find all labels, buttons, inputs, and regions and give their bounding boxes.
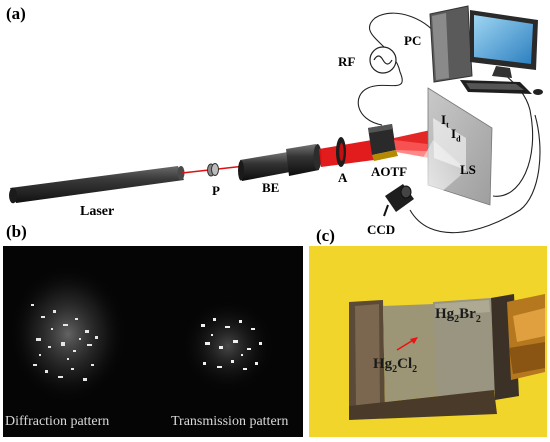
laser-label: Laser — [80, 204, 115, 219]
ccd-view-cone — [402, 140, 467, 210]
diffraction-pattern — [31, 304, 98, 381]
rf-generator — [369, 46, 397, 74]
aperture — [336, 137, 346, 167]
screen-label: LS — [460, 162, 476, 177]
ccd-label: CCD — [367, 222, 396, 237]
laser-body — [9, 166, 185, 204]
aperture-label: A — [338, 170, 348, 185]
beam-expander-label: BE — [262, 180, 280, 195]
expanded-beam — [319, 140, 374, 167]
hg2cl2-label: Hg2Cl2 — [373, 356, 418, 375]
diffraction-caption: Diffraction pattern — [5, 414, 110, 429]
electrode-foil — [507, 294, 545, 380]
diffraction-glow — [8, 264, 128, 404]
transmission-pattern — [201, 318, 262, 370]
aotf-label: AOTF — [371, 164, 408, 179]
rf-label: RF — [338, 54, 356, 69]
aotf-device — [368, 124, 398, 161]
pc-computer — [429, 5, 543, 95]
intensity-t-label: It — [441, 112, 449, 130]
transmission-glow — [180, 298, 276, 394]
beam-expander — [238, 144, 322, 181]
base-plate — [349, 390, 497, 420]
panel-c-label: (c) — [316, 226, 335, 245]
sample-photo — [349, 294, 545, 420]
hg2br2-crystal — [433, 298, 495, 396]
speckle-patterns — [8, 264, 276, 404]
pc-label: PC — [404, 33, 422, 48]
polarizer — [207, 163, 219, 177]
panel-b-label: (b) — [6, 222, 27, 241]
hg2cl2-crystal — [383, 304, 439, 402]
ccd-camera — [383, 184, 414, 217]
polarizer-label: P — [212, 183, 220, 198]
panel-c-image: Hg2Br2 Hg2Cl2 — [309, 246, 547, 437]
hg2br2-label: Hg2Br2 — [435, 306, 481, 325]
transmission-caption: Transmission pattern — [171, 414, 289, 429]
intensity-d-label: Id — [451, 126, 461, 144]
panel-a-label: (a) — [6, 4, 26, 23]
panel-b-image: Diffraction pattern Transmission pattern — [3, 246, 303, 437]
